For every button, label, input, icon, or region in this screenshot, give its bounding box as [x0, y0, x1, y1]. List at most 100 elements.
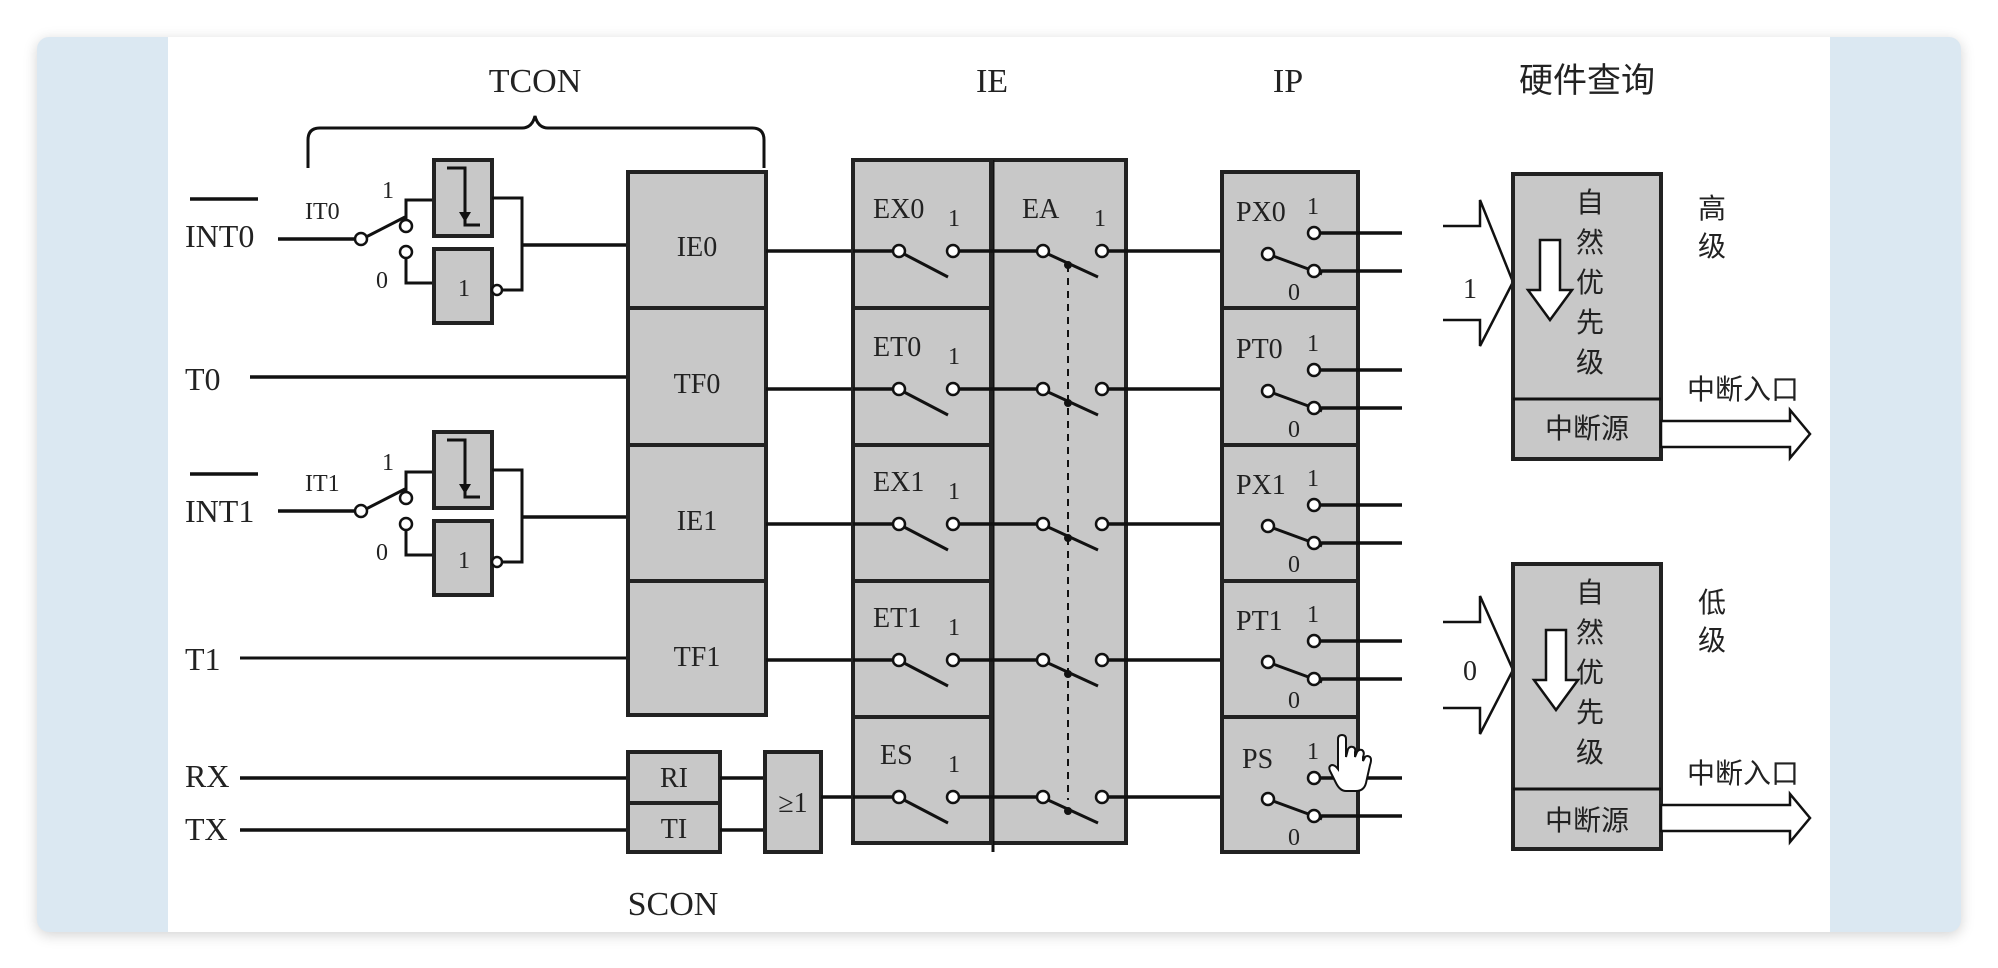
et0-ea-contact [1094, 381, 1110, 397]
ps-zero-label: 0 [1288, 825, 1300, 851]
et0-switch-pivot [891, 381, 907, 397]
tx-label: TX [185, 811, 228, 847]
int0-label: INT0 [185, 218, 254, 254]
ip-header: IP [1273, 63, 1303, 100]
hnp-char: 级 [1576, 346, 1604, 379]
int1-select-zero-label: 0 [376, 540, 388, 566]
t1-label: T1 [185, 641, 221, 677]
et1-ea-contact [1094, 652, 1110, 668]
t0-label: T0 [185, 361, 221, 397]
tf0-flag [626, 306, 768, 447]
pt1-low-contact [1306, 671, 1322, 687]
ie-switch-row-et0: 1 [853, 344, 1268, 417]
lnp-char: 级 [1576, 736, 1604, 769]
ex0-label: EX0 [873, 194, 924, 225]
low-entry-arrow [1659, 790, 1812, 846]
hnp-char: 自 [1576, 186, 1604, 219]
ps-low-contact [1306, 808, 1322, 824]
es-one-label: 1 [948, 752, 960, 778]
pt0-one-label: 1 [1307, 331, 1319, 357]
high-priority-block: 1 自然优先级 中断源 中断入口 高级 [1443, 172, 1812, 462]
ip-register [1220, 170, 1360, 854]
es-ea-link-dot [1064, 807, 1072, 815]
pt1-label: PT1 [1236, 606, 1283, 637]
ie-switch-row-ex1: 1 [853, 479, 1268, 552]
es-ea-blade [1047, 798, 1099, 825]
et0-ea-link-dot [1064, 399, 1072, 407]
pt0-switch-pivot [1260, 383, 1276, 399]
px1-zero-label: 0 [1288, 552, 1300, 578]
es-ea-contact [1094, 789, 1110, 805]
low-level-text: 低级 [1698, 586, 1726, 657]
et1-ea-blade [1047, 661, 1099, 688]
ie1-flag [626, 443, 768, 583]
tcon-brace [306, 115, 766, 168]
ex1-ea-contact [1094, 516, 1110, 532]
hnp-char: 优 [1576, 266, 1604, 299]
ex0-ea-contact [1094, 243, 1110, 259]
ex1-ea-link-dot [1064, 534, 1072, 542]
ip-switch-row-px0: 10 [1260, 194, 1402, 306]
es-switch-pivot [891, 789, 907, 805]
rx-label: RX [185, 758, 229, 794]
px1-switch-pivot [1260, 518, 1276, 534]
int0-select-zero-label: 0 [376, 268, 388, 294]
ri-label: RI [660, 763, 688, 794]
hl-char: 级 [1698, 230, 1726, 263]
low-entry-label: 中断入口 [1687, 757, 1799, 790]
it0-label: IT0 [305, 199, 340, 225]
high-level-text: 高级 [1698, 192, 1726, 263]
high-entry-arrow [1659, 406, 1812, 462]
ea-one-label: 1 [1094, 206, 1106, 232]
pt1-one-label: 1 [1307, 602, 1319, 628]
ip-switch-row-pt1: 10 [1260, 602, 1402, 714]
ie0-flag [626, 170, 768, 310]
low-natural-priority-text: 自然优先级 [1576, 576, 1604, 769]
px1-high-contact [1306, 497, 1322, 513]
ex1-ea-blade [1047, 525, 1099, 552]
ex1-switch-contact [945, 516, 961, 532]
int0-select-one-label: 1 [382, 178, 394, 204]
pt1-zero-label: 0 [1288, 688, 1300, 714]
ti-flag [626, 801, 722, 854]
pt0-label: PT0 [1236, 334, 1283, 365]
hand-cursor-icon [1328, 733, 1372, 792]
int1-not-gate-label: 1 [458, 548, 470, 574]
et0-ea-blade [1047, 390, 1099, 417]
hnp-char: 先 [1576, 306, 1604, 339]
hl-char: 高 [1698, 192, 1726, 225]
et1-one-label: 1 [948, 615, 960, 641]
tf1-flag [626, 579, 768, 717]
ex0-one-label: 1 [948, 206, 960, 232]
ie1-label: IE1 [677, 506, 717, 537]
ll-char: 级 [1698, 624, 1726, 657]
ex1-switch-pivot [891, 516, 907, 532]
px0-label: PX0 [1236, 197, 1286, 228]
et0-ea-pivot [1035, 381, 1051, 397]
ex0-ea-pivot [1035, 243, 1051, 259]
ps-one-label: 1 [1307, 739, 1319, 765]
low-level-label: 低级 [1698, 586, 1726, 657]
px1-label: PX1 [1236, 470, 1286, 501]
ie-header: IE [976, 63, 1008, 100]
pt0-low-contact [1306, 400, 1322, 416]
et0-one-label: 1 [948, 344, 960, 370]
px0-low-contact [1306, 263, 1322, 279]
it1-label: IT1 [305, 471, 340, 497]
high-level-label: 高级 [1698, 192, 1726, 263]
ex0-ea-link-dot [1064, 261, 1072, 269]
ex0-ea-blade [1047, 252, 1099, 279]
et0-switch-contact [945, 381, 961, 397]
int1-label: INT1 [185, 493, 254, 529]
tcon-header: TCON [489, 63, 582, 100]
lnp-char: 自 [1576, 576, 1604, 609]
et1-ea-link-dot [1064, 670, 1072, 678]
tcon-flag-column: IE0 TF0 IE1 TF1 [626, 170, 768, 717]
lnp-char: 先 [1576, 696, 1604, 729]
ex1-one-label: 1 [948, 479, 960, 505]
es-ea-pivot [1035, 789, 1051, 805]
